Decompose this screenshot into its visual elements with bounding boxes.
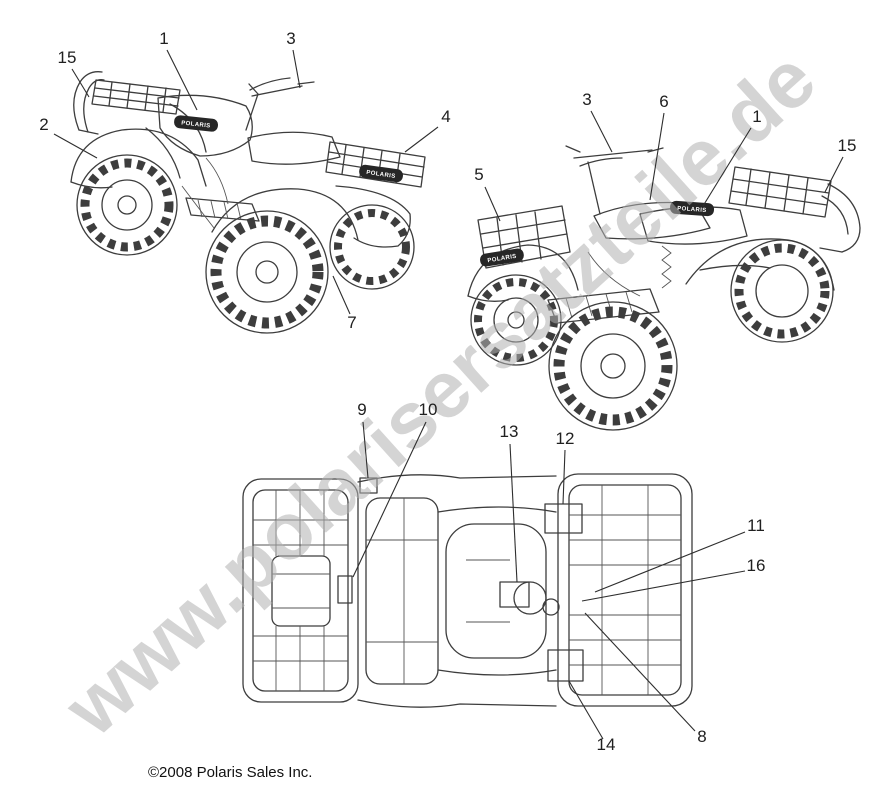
rear-wheel-far <box>329 204 415 290</box>
callout-rear-right-3: 3 <box>582 90 591 109</box>
callout-front-left-1-leader <box>166 49 198 111</box>
callout-rear-right-1-leader <box>702 127 752 207</box>
polaris-decal: POLARIS <box>480 248 524 267</box>
callout-top-10-leader <box>352 421 427 578</box>
callout-front-left-1: 1 <box>159 29 168 48</box>
handlebar <box>245 77 315 131</box>
callout-top-12: 12 <box>556 429 575 448</box>
polaris-decal-text: POLARIS <box>487 254 517 265</box>
polaris-decal-text: POLARIS <box>181 120 211 129</box>
callout-top-9: 9 <box>357 400 366 419</box>
callout-top-16: 16 <box>747 556 766 575</box>
footboard <box>185 197 260 222</box>
watermark-text: www.polarisersatzteile.de <box>47 34 832 753</box>
callout-rear-right-5: 5 <box>474 165 483 184</box>
rear-wheel <box>205 210 329 334</box>
callout-front-left-3: 3 <box>286 29 295 48</box>
callout-leader-lines <box>53 49 844 740</box>
atv-illustration-rear-right: POLARIS POLARIS <box>467 145 861 431</box>
callout-rear-right-15-leader <box>824 156 844 193</box>
callout-front-left-2: 2 <box>39 115 48 134</box>
callout-top-14-leader <box>568 680 604 740</box>
callout-front-left-15: 15 <box>58 48 77 67</box>
polaris-decal-text: POLARIS <box>677 206 707 214</box>
callout-top-8-leader <box>584 612 696 732</box>
front-wheel <box>76 154 178 256</box>
callout-top-12-leader <box>562 449 566 505</box>
copyright-text: ©2008 Polaris Sales Inc. <box>148 764 312 781</box>
callout-front-left-7: 7 <box>347 313 356 332</box>
rear-wheel-far <box>730 239 834 343</box>
rear-rack-top <box>557 473 693 707</box>
decal-locations <box>337 477 584 682</box>
rear-bumper <box>819 183 861 253</box>
callout-top-10: 10 <box>419 400 438 419</box>
handlebar <box>565 145 664 215</box>
front-wheel <box>470 274 562 366</box>
atv-illustration-top-view <box>242 473 693 708</box>
callout-front-left-2-leader <box>53 133 98 159</box>
callout-top-14: 14 <box>597 735 616 754</box>
polaris-decal: POLARIS <box>670 200 715 217</box>
callout-rear-right-1: 1 <box>752 107 761 126</box>
callout-front-left-7-leader <box>332 275 351 315</box>
polaris-decal: POLARIS <box>174 115 219 132</box>
body-top <box>365 497 560 685</box>
callout-top-13-leader <box>509 443 518 583</box>
callout-numbers: 1 2 3 4 7 15 1 3 5 6 15 8 9 10 11 12 13 … <box>39 29 856 754</box>
callout-front-left-4: 4 <box>441 107 450 126</box>
callout-rear-right-5-leader <box>484 186 501 222</box>
callout-top-13: 13 <box>500 422 519 441</box>
callout-front-left-3-leader <box>292 49 301 89</box>
callout-rear-right-3-leader <box>590 110 613 153</box>
callout-top-9-leader <box>362 421 369 479</box>
callout-front-left-15-leader <box>71 68 90 98</box>
callout-rear-right-6-leader <box>649 112 665 201</box>
callout-top-8: 8 <box>697 727 706 746</box>
callout-top-11-leader <box>594 531 746 593</box>
rear-wheel <box>548 301 678 431</box>
front-rack-top <box>242 478 359 703</box>
polaris-decal-text: POLARIS <box>366 170 396 180</box>
callout-front-left-4-leader <box>404 126 439 153</box>
callout-rear-right-15: 15 <box>838 136 857 155</box>
callout-rear-right-6: 6 <box>659 92 668 111</box>
rear-rack <box>728 166 832 218</box>
callout-top-11: 11 <box>747 516 765 535</box>
callout-top-16-leader <box>581 570 746 602</box>
polaris-decal: POLARIS <box>359 164 403 183</box>
atv-illustration-front-left: POLARIS POLARIS <box>70 71 426 334</box>
